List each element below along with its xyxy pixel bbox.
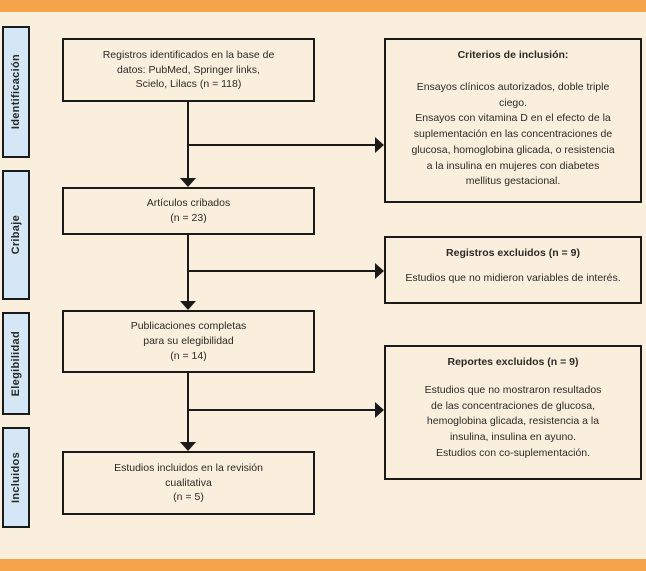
stage-label-cribaje: Cribaje — [10, 215, 22, 255]
side-box-criterios-body: Ensayos clínicos autorizados, doble trip… — [411, 80, 615, 188]
side-box-registros-excluidos-title: Registros excluidos (n = 9) — [446, 247, 580, 259]
side-box-reportes-excluidos-body: Estudios que no mostraron resultados de … — [424, 383, 602, 459]
stage-label-identificacion: Identificación — [10, 54, 22, 130]
stage-label-incluidos: Incluidos — [10, 452, 22, 503]
connector-line-to-criterios-inclusion — [187, 144, 375, 146]
flow-box-articulos-cribados-text: Artículos cribados (n = 23) — [146, 197, 231, 224]
connector-line-elegibilidad-incluidos — [187, 373, 189, 442]
flow-box-estudios-incluidos-text: Estudios incluidos en la revisión cualit… — [114, 461, 263, 504]
arrowhead-down-to-estudios-incluidos — [180, 442, 196, 451]
bottom-accent-bar — [0, 559, 646, 571]
arrowhead-down-to-articulos-cribados — [180, 178, 196, 187]
side-box-criterios-title: Criterios de inclusión: — [457, 49, 569, 61]
connector-line-to-registros-excluidos — [187, 270, 375, 272]
side-box-registros-excluidos: Registros excluidos (n = 9) Estudios que… — [384, 236, 642, 304]
top-accent-bar — [0, 0, 646, 12]
arrowhead-down-to-publicaciones-completas — [180, 301, 196, 310]
side-box-reportes-excluidos: Reportes excluidos (n = 9) Estudios que … — [384, 345, 642, 480]
flow-box-articulos-cribados: Artículos cribados (n = 23) — [62, 187, 315, 235]
connector-line-to-reportes-excluidos — [187, 409, 375, 411]
stage-label-elegibilidad: Elegibilidad — [10, 330, 22, 397]
side-box-criterios-inclusion: Criterios de inclusión: Ensayos clínicos… — [384, 38, 642, 203]
stage-box-cribaje: Cribaje — [2, 170, 30, 300]
stage-box-incluidos: Incluidos — [2, 427, 30, 528]
side-box-registros-excluidos-body: Estudios que no midieron variables de in… — [405, 271, 621, 284]
flow-box-estudios-incluidos: Estudios incluidos en la revisión cualit… — [62, 451, 315, 515]
stage-box-elegibilidad: Elegibilidad — [2, 312, 30, 415]
flow-box-registros-identificados: Registros identificados en la base de da… — [62, 38, 315, 102]
side-box-reportes-excluidos-title: Reportes excluidos (n = 9) — [447, 356, 579, 368]
flow-box-publicaciones-completas: Publicaciones completas para su elegibil… — [62, 310, 315, 373]
stage-box-identificacion: Identificación — [2, 26, 30, 158]
flow-box-publicaciones-completas-text: Publicaciones completas para su elegibil… — [130, 320, 247, 362]
flow-box-registros-identificados-text: Registros identificados en la base de da… — [102, 48, 275, 91]
arrowhead-right-to-reportes-excluidos — [375, 402, 384, 418]
arrowhead-right-to-registros-excluidos — [375, 263, 384, 279]
connector-line-cribaje-elegibilidad — [187, 235, 189, 301]
connector-line-identificacion-cribaje — [187, 102, 189, 178]
arrowhead-right-to-criterios-inclusion — [375, 137, 384, 153]
